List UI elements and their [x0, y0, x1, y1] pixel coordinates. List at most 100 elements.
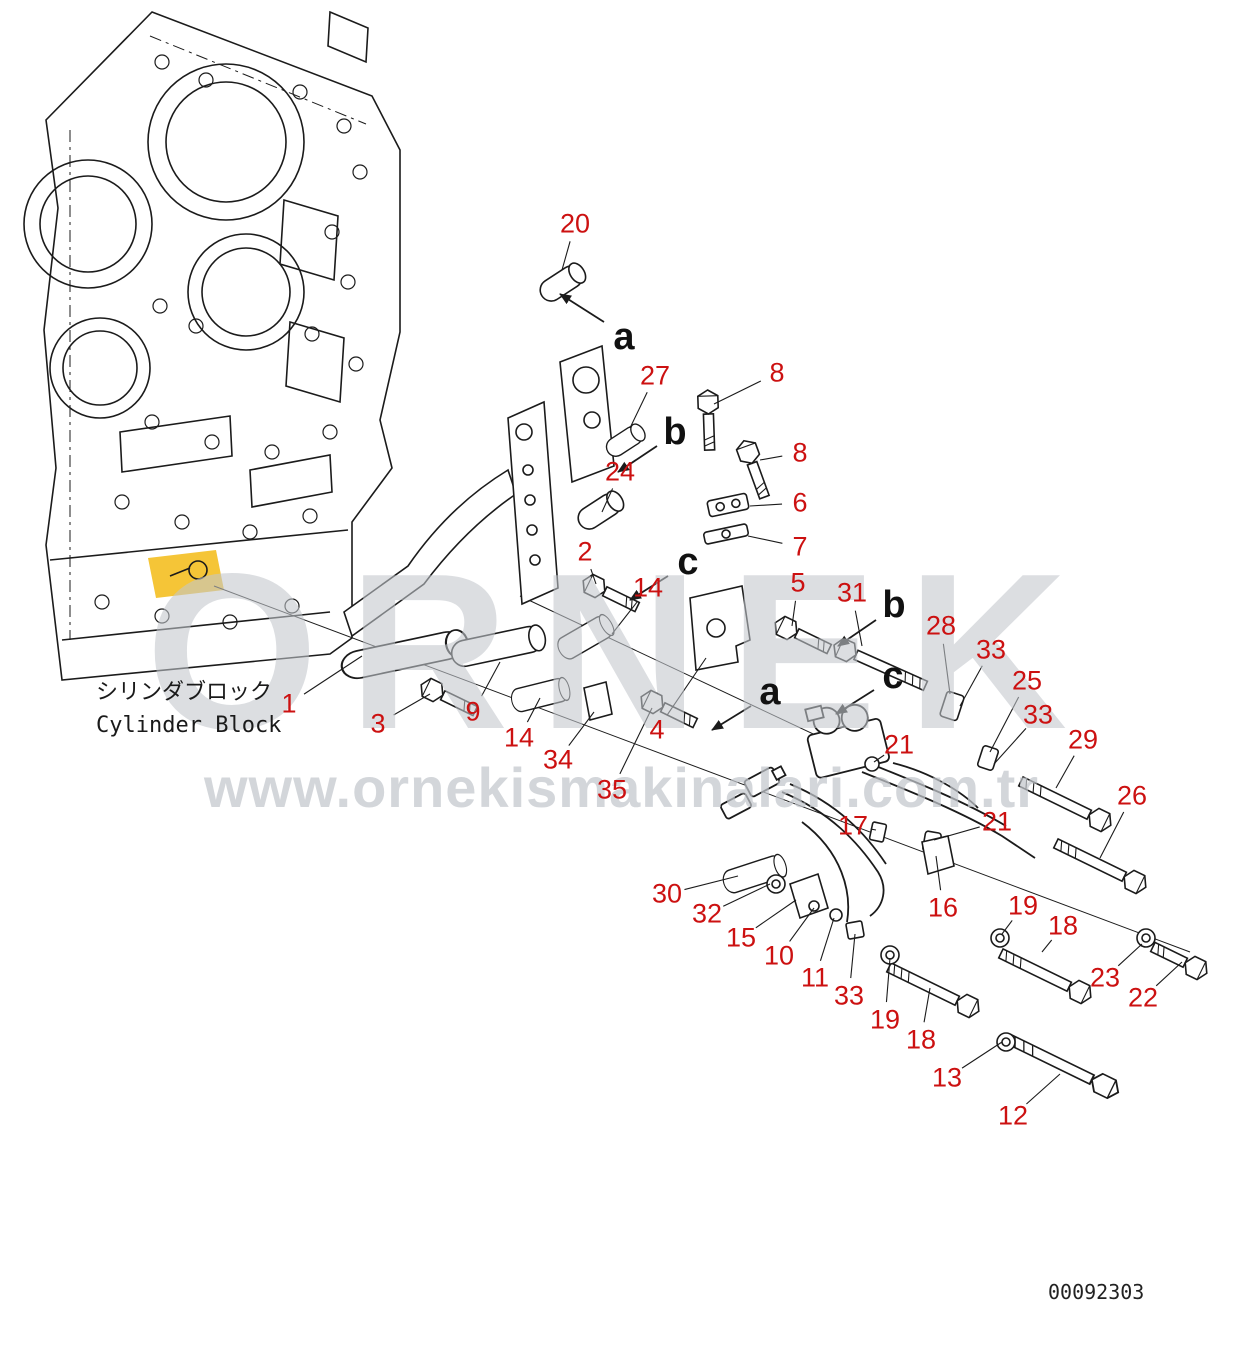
- connector-plug: [743, 765, 787, 798]
- part-callout: 23: [1089, 962, 1121, 993]
- part-callout: 20: [559, 208, 591, 239]
- part-callout-number: 27: [639, 360, 671, 391]
- plate-part-7: [702, 523, 750, 545]
- part-callout-number: 33: [833, 980, 865, 1011]
- part-callout-number: 23: [1089, 962, 1121, 993]
- part-callout-number: 32: [691, 898, 723, 929]
- view-direction-label: b: [663, 413, 686, 451]
- cylinder-block-label-jp: シリンダブロック: [96, 680, 273, 705]
- part-callout-number: 9: [465, 696, 481, 727]
- part-callout-number: 33: [975, 634, 1007, 665]
- part-callout-number: 33: [1022, 699, 1054, 730]
- view-direction-label: a: [613, 318, 634, 356]
- part-callout-number: 28: [925, 610, 957, 641]
- view-direction-letter: a: [613, 316, 635, 358]
- part-callout-number: 5: [790, 567, 806, 598]
- part-callout: 8: [792, 439, 807, 467]
- part-callout: 25: [1011, 665, 1043, 696]
- part-callout-number: 15: [725, 922, 757, 953]
- part-callout: 11: [801, 964, 829, 992]
- part-callout: 24: [605, 458, 635, 486]
- watermark-url: www.ornekismakinalari.com.tr: [203, 756, 1040, 819]
- bolt-hole-pattern: [94, 54, 368, 630]
- mounting-bracket-drawing: [343, 344, 751, 722]
- part-callout-number: 30: [651, 878, 683, 909]
- part-callout-number: 25: [1011, 665, 1043, 696]
- part-callout-number: 19: [1007, 890, 1039, 921]
- part-callout: 4: [649, 714, 665, 745]
- part-callout-number: 3: [370, 708, 386, 739]
- part-callout-number: 22: [1127, 982, 1159, 1013]
- part-callout: 22: [1127, 982, 1159, 1013]
- part-callout: 10: [763, 940, 795, 971]
- view-direction-letter: c: [677, 541, 699, 583]
- part-callout: 18: [905, 1024, 937, 1055]
- part-callout: 5: [790, 567, 806, 598]
- clip-part: [583, 680, 613, 722]
- view-direction-letter: b: [882, 584, 906, 626]
- part-callout-number: 21: [883, 729, 915, 760]
- part-callout: 14: [632, 572, 664, 603]
- part-callout-number: 13: [931, 1062, 963, 1093]
- part-callout: 28: [925, 610, 957, 641]
- part-callout-number: 35: [596, 774, 628, 805]
- part-callout-number: 10: [763, 940, 795, 971]
- part-callout: 29: [1067, 724, 1099, 755]
- part-callout-number: 14: [503, 722, 535, 753]
- part-callout-number: 34: [542, 744, 574, 775]
- part-callout-number: 1: [281, 688, 297, 719]
- part-callout-number: 18: [1047, 910, 1079, 941]
- part-callout-number: 19: [869, 1004, 901, 1035]
- part-callout-number: 16: [927, 892, 959, 923]
- drawing-number: 00092303: [1048, 1280, 1145, 1304]
- part-callout-number: 7: [792, 531, 808, 562]
- watermark-brand: ORNEK: [145, 528, 1098, 776]
- part-callout: 12: [998, 1102, 1028, 1130]
- part-callout-number: 17: [837, 810, 869, 841]
- view-direction-letter: a: [759, 671, 781, 713]
- part-callout: 6: [792, 487, 808, 518]
- part-callout-number: 29: [1067, 724, 1099, 755]
- part-callout: 3: [370, 708, 386, 739]
- part-callout: 33: [833, 980, 865, 1011]
- part-callout: 14: [503, 722, 535, 753]
- part-callout: 19: [869, 1004, 901, 1035]
- part-callout: 21: [883, 729, 915, 760]
- part-callout-number: 26: [1116, 780, 1148, 811]
- view-direction-letter: c: [882, 655, 904, 697]
- part-callout: 1: [281, 688, 297, 719]
- plate-part-6: [706, 492, 750, 518]
- view-direction-letter: b: [663, 411, 687, 453]
- part-callout-number: 31: [836, 577, 868, 608]
- part-callout-number: 6: [792, 487, 808, 518]
- part-callout-number: 20: [559, 208, 591, 239]
- part-callout: 33: [975, 634, 1007, 665]
- harness-and-valve-drawing: [720, 690, 1036, 940]
- part-callout: 32: [691, 898, 723, 929]
- view-direction-label: b: [882, 586, 905, 624]
- part-callout-number: 18: [905, 1024, 937, 1055]
- view-direction-label: c: [677, 543, 698, 581]
- highlight-patch: [148, 550, 224, 598]
- part-callout-number: 14: [632, 572, 664, 603]
- view-direction-label: c: [882, 657, 903, 695]
- part-callout: 18: [1047, 910, 1079, 941]
- highlighted-sensor: [148, 550, 224, 598]
- part-callout: 19: [1007, 890, 1039, 921]
- clamps-and-small-parts: [766, 690, 1000, 940]
- cylinder-block-drawing: [23, 10, 401, 681]
- cylinder-block-label: シリンダブロック Cylinder Block: [96, 676, 281, 742]
- part-callout: 17: [837, 810, 869, 841]
- part-callout: 34: [542, 744, 574, 775]
- part-callout: 13: [931, 1062, 963, 1093]
- part-callout: 33: [1022, 699, 1054, 730]
- leader-lines: [303, 241, 1183, 1105]
- view-direction-label: a: [759, 673, 780, 711]
- angle-bracket-part: [689, 585, 751, 671]
- part-callout-number: 4: [649, 714, 665, 745]
- connector-plug: [720, 792, 752, 820]
- part-callout: 8: [769, 357, 785, 388]
- part-callout-number: 8: [769, 357, 785, 388]
